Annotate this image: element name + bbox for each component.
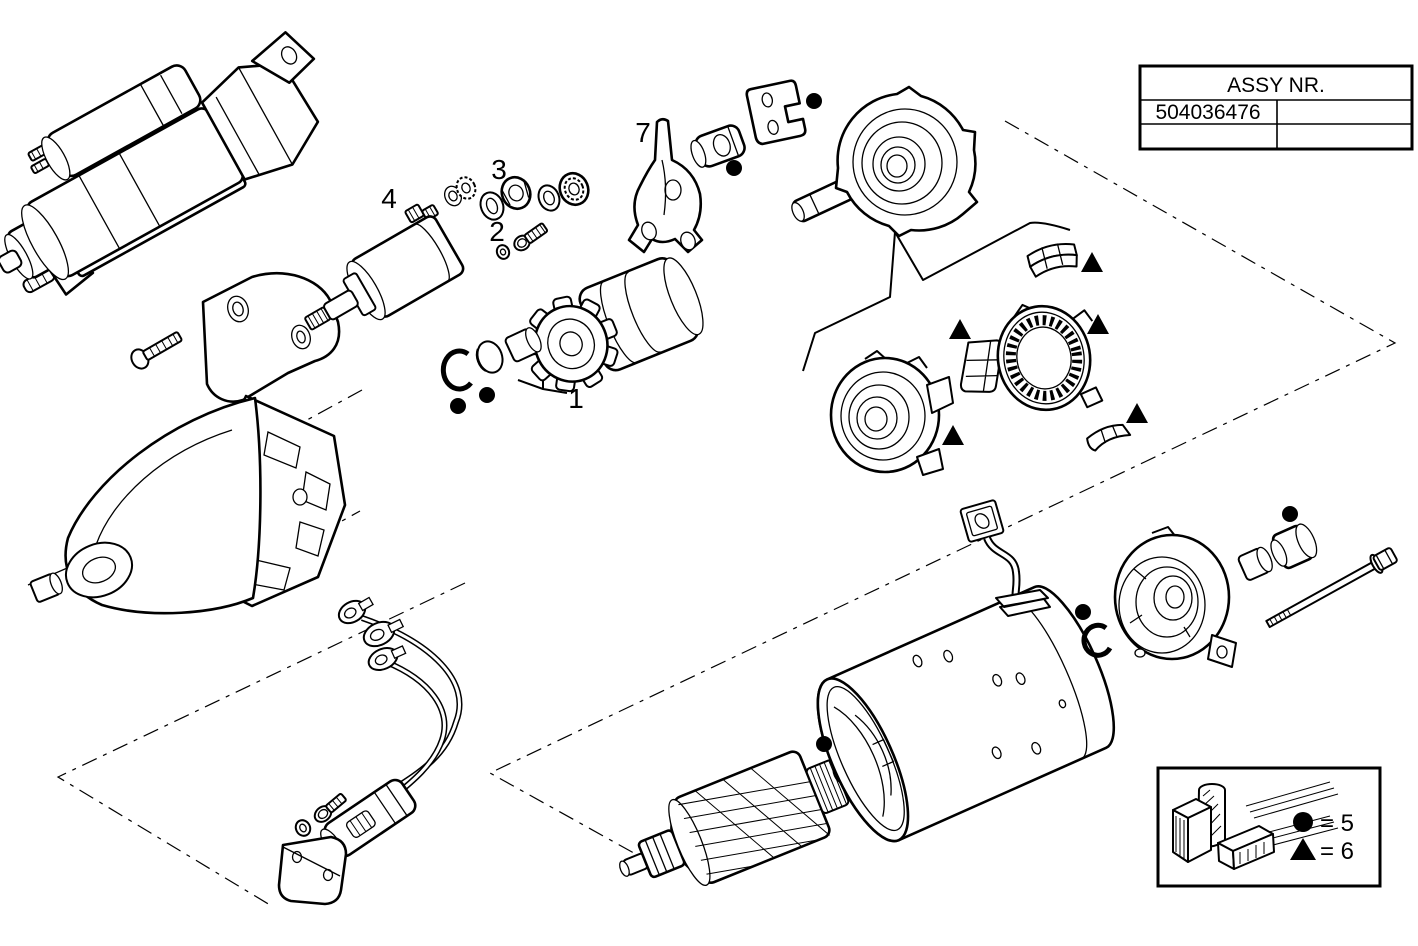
ring-gear-drawing	[996, 303, 1104, 412]
dot-marker	[479, 387, 495, 403]
starter-assembly-drawing	[0, 31, 320, 296]
drive-pinion-drawing	[440, 257, 704, 393]
stop-collar	[475, 340, 504, 374]
callout-1: 1	[568, 383, 584, 414]
solenoid-drawing	[304, 203, 465, 331]
triangle-marker	[1081, 252, 1103, 272]
clutch-drum-drawing	[829, 350, 954, 476]
legend-triangle-label: = 6	[1320, 838, 1354, 865]
legend-dot-label: = 5	[1320, 810, 1354, 837]
callout-3: 3	[491, 154, 507, 185]
triangle-marker	[949, 319, 971, 339]
callout-4: 4	[381, 183, 397, 214]
triangle-marker	[1126, 403, 1148, 423]
small-parts-group	[443, 171, 590, 260]
dot-marker	[816, 736, 832, 752]
legend-triangle-icon	[1290, 838, 1316, 860]
cable-assembly-drawing	[277, 596, 463, 906]
callout-7: 7	[635, 117, 651, 148]
drive-housing-drawing	[29, 272, 347, 615]
small-screw	[513, 222, 549, 252]
dot-marker	[1282, 506, 1298, 522]
callout-labels: 1 2 3 4 7	[381, 117, 651, 414]
cable-screw	[313, 793, 347, 823]
c-clip	[1081, 622, 1113, 658]
bushing-small	[29, 572, 63, 603]
snap-ring	[440, 348, 473, 392]
callout-2: 2	[489, 216, 505, 247]
planet-carrier-drawing	[791, 85, 979, 238]
legend-box: = 5 = 6	[1156, 766, 1382, 888]
terminal-strap-drawing	[959, 499, 1051, 617]
shift-fork-drawing	[627, 117, 704, 254]
assy-part-number: 504036476	[1155, 101, 1260, 124]
kit-boxes-icon	[1172, 781, 1339, 870]
terminal-plate-drawing	[745, 79, 807, 146]
qty6-triangle-markers	[942, 252, 1148, 445]
dot-marker	[726, 160, 742, 176]
armature-drawing	[619, 750, 863, 887]
assy-table: ASSY NR. 504036476	[1138, 64, 1414, 151]
dot-marker	[450, 398, 466, 414]
housing-screw	[130, 331, 183, 370]
legend-dot-icon	[1293, 812, 1313, 832]
pivot-pin-drawing	[690, 124, 746, 168]
triangle-marker	[1087, 314, 1109, 334]
dot-marker	[806, 93, 822, 109]
triangle-marker	[942, 425, 964, 445]
pinion-bushing	[504, 327, 542, 363]
brush-segments-drawing	[959, 243, 1132, 452]
through-bolt	[1265, 547, 1398, 629]
qty5-dot-markers	[450, 93, 1298, 752]
dot-marker	[1075, 604, 1091, 620]
end-cap-drawing	[1081, 523, 1398, 668]
motor-housing-drawing	[816, 585, 1116, 843]
assy-table-title: ASSY NR.	[1227, 74, 1325, 97]
